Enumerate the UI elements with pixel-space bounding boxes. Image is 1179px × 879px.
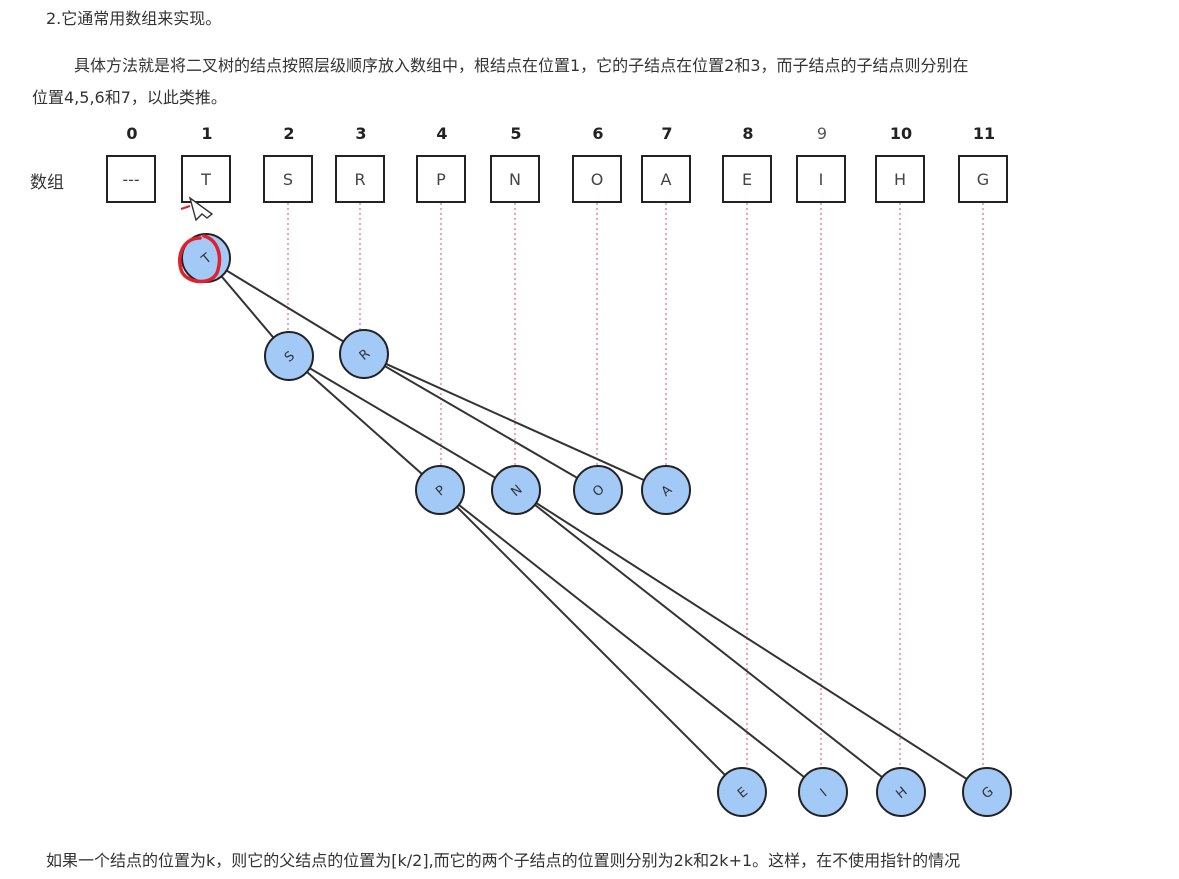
- paragraph-line-1: 具体方法就是将二叉树的结点按照层级顺序放入数组中，根结点在位置1，它的子结点在位…: [74, 56, 969, 75]
- tree-node-E: E: [717, 767, 767, 817]
- highlight-annotation: [178, 205, 222, 284]
- tree-node-G: G: [962, 767, 1012, 817]
- index-7: 7: [661, 124, 673, 143]
- index-4: 4: [436, 124, 448, 143]
- array-cell-2: S: [263, 155, 313, 203]
- array-cell-3: R: [335, 155, 385, 203]
- tree-node-P: P: [415, 465, 465, 515]
- index-11: 11: [972, 124, 996, 143]
- array-cell-10: H: [875, 155, 925, 203]
- tree-edge: [363, 353, 667, 491]
- tree-edge: [288, 355, 517, 491]
- tree-node-H: H: [876, 767, 926, 817]
- tree-node-I: I: [798, 767, 848, 817]
- index-10: 10: [889, 124, 913, 143]
- tree-edge: [288, 355, 441, 491]
- index-6: 6: [592, 124, 604, 143]
- array-cell-11: G: [958, 155, 1008, 203]
- tree-edge: [363, 353, 599, 491]
- tree-edge: [439, 489, 743, 793]
- array-cell-8: E: [722, 155, 772, 203]
- array-cell-7: A: [641, 155, 691, 203]
- paragraph-line-2: 位置4,5,6和7，以此类推。: [32, 88, 227, 107]
- index-1: 1: [201, 124, 213, 143]
- heading: 2.它通常用数组来实现。: [46, 9, 222, 28]
- mouse-cursor-icon: [188, 196, 214, 222]
- tree-edge: [515, 489, 902, 793]
- tree-edge: [515, 489, 988, 793]
- array-label: 数组: [30, 173, 64, 193]
- array-cell-4: P: [416, 155, 466, 203]
- index-2: 2: [283, 124, 295, 143]
- index-5: 5: [510, 124, 522, 143]
- tree-node-N: N: [491, 465, 541, 515]
- tree-node-A: A: [641, 465, 691, 515]
- index-0: 0: [126, 124, 138, 143]
- index-3: 3: [355, 124, 367, 143]
- tree-edge: [439, 489, 824, 793]
- array-cell-0: ---: [106, 155, 156, 203]
- array-cell-6: O: [572, 155, 622, 203]
- index-8: 8: [742, 124, 754, 143]
- index-9: 9: [816, 124, 828, 143]
- array-cell-9: I: [796, 155, 846, 203]
- array-to-node-links: [287, 203, 984, 768]
- tree-node-S: S: [264, 331, 314, 381]
- paragraph-bottom: 如果一个结点的位置为k，则它的父结点的位置为[k/2],而它的两个子结点的位置则…: [46, 851, 961, 870]
- array-cell-1: T: [181, 155, 231, 203]
- array-cell-5: N: [490, 155, 540, 203]
- tree-edges: [205, 257, 988, 793]
- tree-node-R: R: [339, 329, 389, 379]
- tree-node-O: O: [573, 465, 623, 515]
- tree-edge: [205, 257, 365, 355]
